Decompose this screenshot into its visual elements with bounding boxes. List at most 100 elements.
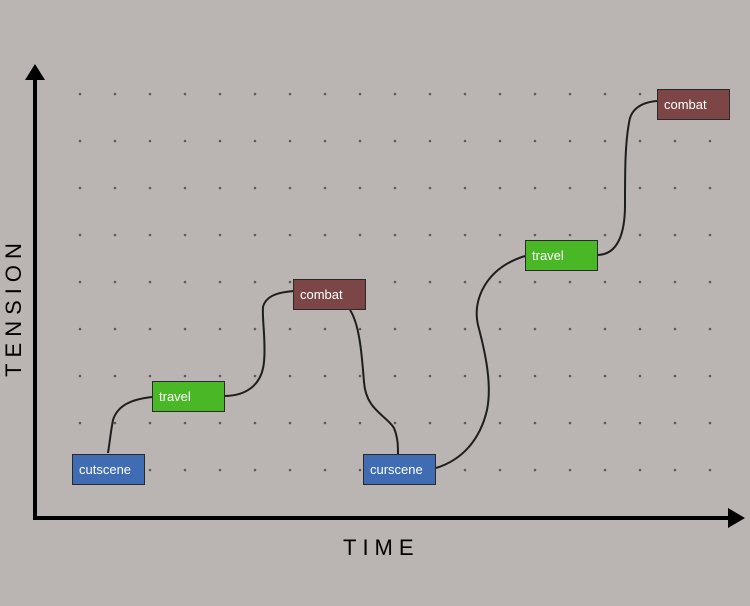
grid-dot <box>603 421 607 425</box>
grid-dot <box>568 280 572 284</box>
grid-dot <box>498 374 502 378</box>
grid-dot <box>148 186 152 190</box>
grid-dot <box>673 421 677 425</box>
grid-dot <box>358 186 362 190</box>
grid-dot <box>603 92 607 96</box>
grid-dot <box>183 92 187 96</box>
grid-dot <box>148 280 152 284</box>
grid-dot <box>78 233 82 237</box>
connector-cutscene-travel <box>107 396 153 454</box>
grid-dot <box>603 374 607 378</box>
y-axis-label: TENSION <box>1 237 26 377</box>
grid-dot <box>673 186 677 190</box>
grid-dot <box>533 468 537 472</box>
grid-dot <box>183 374 187 378</box>
grid-dot <box>288 92 292 96</box>
grid-dot <box>358 233 362 237</box>
node-travel: travel <box>152 381 225 412</box>
grid-dot <box>463 92 467 96</box>
grid-dot <box>183 468 187 472</box>
grid-dot <box>533 233 537 237</box>
grid-dot <box>533 327 537 331</box>
node-travel-second: travel <box>525 240 598 271</box>
grid-dot <box>393 374 397 378</box>
grid-dot <box>323 233 327 237</box>
grid-dot <box>638 421 642 425</box>
grid-dot <box>533 92 537 96</box>
grid-dot <box>568 374 572 378</box>
grid-dot <box>358 92 362 96</box>
grid-dot <box>463 233 467 237</box>
grid-dot <box>428 186 432 190</box>
grid-dot <box>393 92 397 96</box>
grid-dot <box>568 468 572 472</box>
grid-dot <box>708 327 712 331</box>
grid-dot <box>78 280 82 284</box>
grid-dot <box>638 468 642 472</box>
y-axis-arrowhead <box>25 64 45 80</box>
grid-dot <box>218 280 222 284</box>
grid-dot <box>463 468 467 472</box>
grid-dot <box>463 374 467 378</box>
grid-dot <box>673 233 677 237</box>
grid-dot <box>498 92 502 96</box>
grid-dot <box>148 139 152 143</box>
grid-dot <box>568 327 572 331</box>
grid-dot <box>673 468 677 472</box>
grid-dot <box>673 374 677 378</box>
axes <box>25 64 745 528</box>
grid-dot <box>113 374 117 378</box>
grid-dot <box>708 468 712 472</box>
grid-dot <box>288 280 292 284</box>
grid-dot <box>533 139 537 143</box>
grid-dot <box>253 374 257 378</box>
grid-dot <box>358 421 362 425</box>
grid-dot <box>78 421 82 425</box>
grid-dot <box>498 186 502 190</box>
grid-dot <box>463 421 467 425</box>
node-combat-final: combat <box>657 89 730 120</box>
grid-dot <box>323 421 327 425</box>
grid-dot <box>323 186 327 190</box>
grid-dot <box>393 280 397 284</box>
grid-dot <box>323 468 327 472</box>
grid-dot <box>183 280 187 284</box>
grid-dot <box>603 186 607 190</box>
grid-dot <box>568 92 572 96</box>
grid-dot <box>253 139 257 143</box>
grid-dot <box>113 421 117 425</box>
grid-dot <box>638 139 642 143</box>
grid-dot <box>253 92 257 96</box>
grid-dot <box>463 139 467 143</box>
grid-dot <box>288 186 292 190</box>
x-axis-arrowhead <box>728 508 745 528</box>
grid-dot <box>673 139 677 143</box>
grid-dot <box>183 139 187 143</box>
grid-dot <box>568 186 572 190</box>
connector-travel-combat-final <box>596 100 658 256</box>
grid-dot <box>148 92 152 96</box>
grid-dot <box>113 233 117 237</box>
grid-dot <box>428 327 432 331</box>
grid-dot <box>638 374 642 378</box>
grid-dot <box>288 374 292 378</box>
grid-dot <box>218 92 222 96</box>
grid-dot <box>498 139 502 143</box>
grid-dot <box>253 468 257 472</box>
grid-dot <box>638 280 642 284</box>
grid-dot <box>358 468 362 472</box>
grid-dot <box>568 421 572 425</box>
grid-dot <box>288 327 292 331</box>
grid-dot <box>498 233 502 237</box>
grid-dot <box>393 139 397 143</box>
grid-dot <box>708 186 712 190</box>
grid-dot <box>113 139 117 143</box>
grid-dot <box>568 233 572 237</box>
grid-dot <box>393 233 397 237</box>
grid-dot <box>708 233 712 237</box>
grid-dot <box>358 139 362 143</box>
node-combat: combat <box>293 279 366 310</box>
grid-dot <box>218 468 222 472</box>
grid-dot <box>218 421 222 425</box>
